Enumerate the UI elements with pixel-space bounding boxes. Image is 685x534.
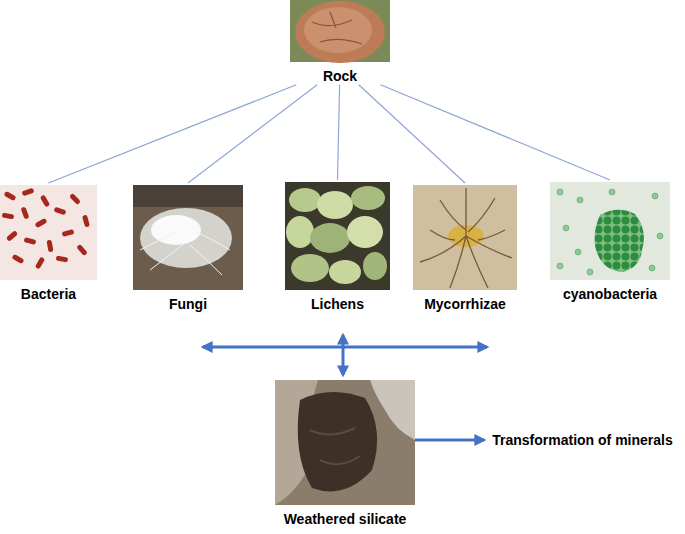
rod-cell	[40, 195, 50, 208]
rod-cell	[46, 240, 53, 253]
single-cell	[557, 189, 563, 195]
root-ground	[413, 185, 517, 290]
rod-cell	[82, 215, 90, 228]
bark-ground	[285, 182, 390, 290]
lichen-lobe	[291, 254, 329, 282]
rock-body	[295, 1, 385, 63]
cell-cluster	[594, 210, 643, 272]
rod-cell	[56, 255, 69, 262]
rod-cell	[21, 207, 30, 220]
photo-ground	[0, 185, 97, 280]
fungi-picture	[133, 185, 243, 290]
rod-cell	[2, 212, 15, 219]
node-label: Bacteria	[0, 286, 97, 303]
rod-cell	[24, 237, 37, 245]
organism-node: Fungi	[133, 185, 243, 313]
rock-node: Rock	[288, 0, 392, 85]
organism-node: Bacteria	[0, 185, 97, 303]
rod-cell	[12, 254, 25, 264]
single-cell	[575, 249, 581, 255]
cyanobacteria-picture	[550, 182, 670, 280]
node-label: cyanobacteria	[550, 286, 670, 303]
rock-picture	[290, 0, 390, 63]
rod-cell	[69, 193, 81, 205]
crust-grain	[310, 428, 360, 464]
lichen-lobe	[286, 216, 314, 248]
rod-cell	[35, 257, 45, 270]
node-label: Rock	[288, 68, 392, 85]
slide-ground	[550, 182, 670, 280]
result-node: Weathered silicate	[275, 380, 415, 528]
rod-cells	[2, 188, 90, 270]
single-cell	[652, 193, 658, 199]
soil-ground	[133, 185, 243, 290]
lichen-lobe	[317, 191, 353, 219]
single-cell	[649, 265, 655, 271]
single-cell	[587, 269, 593, 275]
single-cell	[563, 225, 569, 231]
branch-line	[188, 85, 317, 183]
outcome-text-node: Transformation of minerals	[488, 432, 677, 449]
lichen-lobe	[363, 252, 387, 280]
bacteria-picture	[0, 185, 97, 280]
mycorrhizae-picture	[413, 185, 517, 290]
two-way-arrow	[203, 346, 487, 349]
lichen-lobe	[347, 216, 383, 248]
lichen-lobe	[310, 223, 350, 253]
lichen-lobe	[351, 186, 385, 210]
flow-arrow	[415, 438, 484, 441]
rod-cell	[4, 191, 17, 201]
branch-line	[381, 85, 611, 180]
node-label: Mycorrhizae	[413, 296, 517, 313]
weathered-crust	[298, 392, 377, 491]
rock-face	[304, 7, 372, 53]
rod-cell	[35, 218, 48, 228]
rod-cell	[22, 188, 35, 197]
branch-line	[49, 85, 297, 183]
rock-crack	[312, 12, 362, 44]
rod-cell	[54, 207, 67, 216]
stone-ground	[275, 380, 415, 505]
single-cell	[609, 189, 615, 195]
outcome-label: Transformation of minerals	[488, 432, 677, 449]
node-label: Weathered silicate	[275, 511, 415, 528]
grass-ground	[290, 0, 390, 62]
rod-cell	[62, 229, 75, 237]
mycelium-mat	[140, 208, 232, 268]
root-strands	[420, 188, 512, 288]
organism-node: Lichens	[285, 182, 390, 313]
lichen-lobe	[289, 188, 321, 212]
branch-line	[359, 85, 465, 183]
single-cell	[577, 197, 583, 203]
hyphae	[140, 232, 230, 275]
lichens-picture	[285, 182, 390, 290]
branch-line	[338, 85, 340, 180]
soil-shadow	[133, 185, 243, 207]
rod-cell	[6, 230, 18, 242]
rod-cell	[76, 244, 88, 256]
lichen-lobe	[329, 260, 361, 284]
organism-node: cyanobacteria	[550, 182, 670, 303]
node-label: Lichens	[285, 296, 390, 313]
organism-node: Mycorrhizae	[413, 185, 517, 313]
fresh-surface	[370, 380, 415, 440]
single-cell	[657, 233, 663, 239]
node-label: Fungi	[133, 296, 243, 313]
weathered-silicate-picture	[275, 380, 415, 505]
single-cells	[557, 189, 663, 275]
single-cell	[557, 263, 563, 269]
two-way-arrow	[342, 335, 345, 375]
